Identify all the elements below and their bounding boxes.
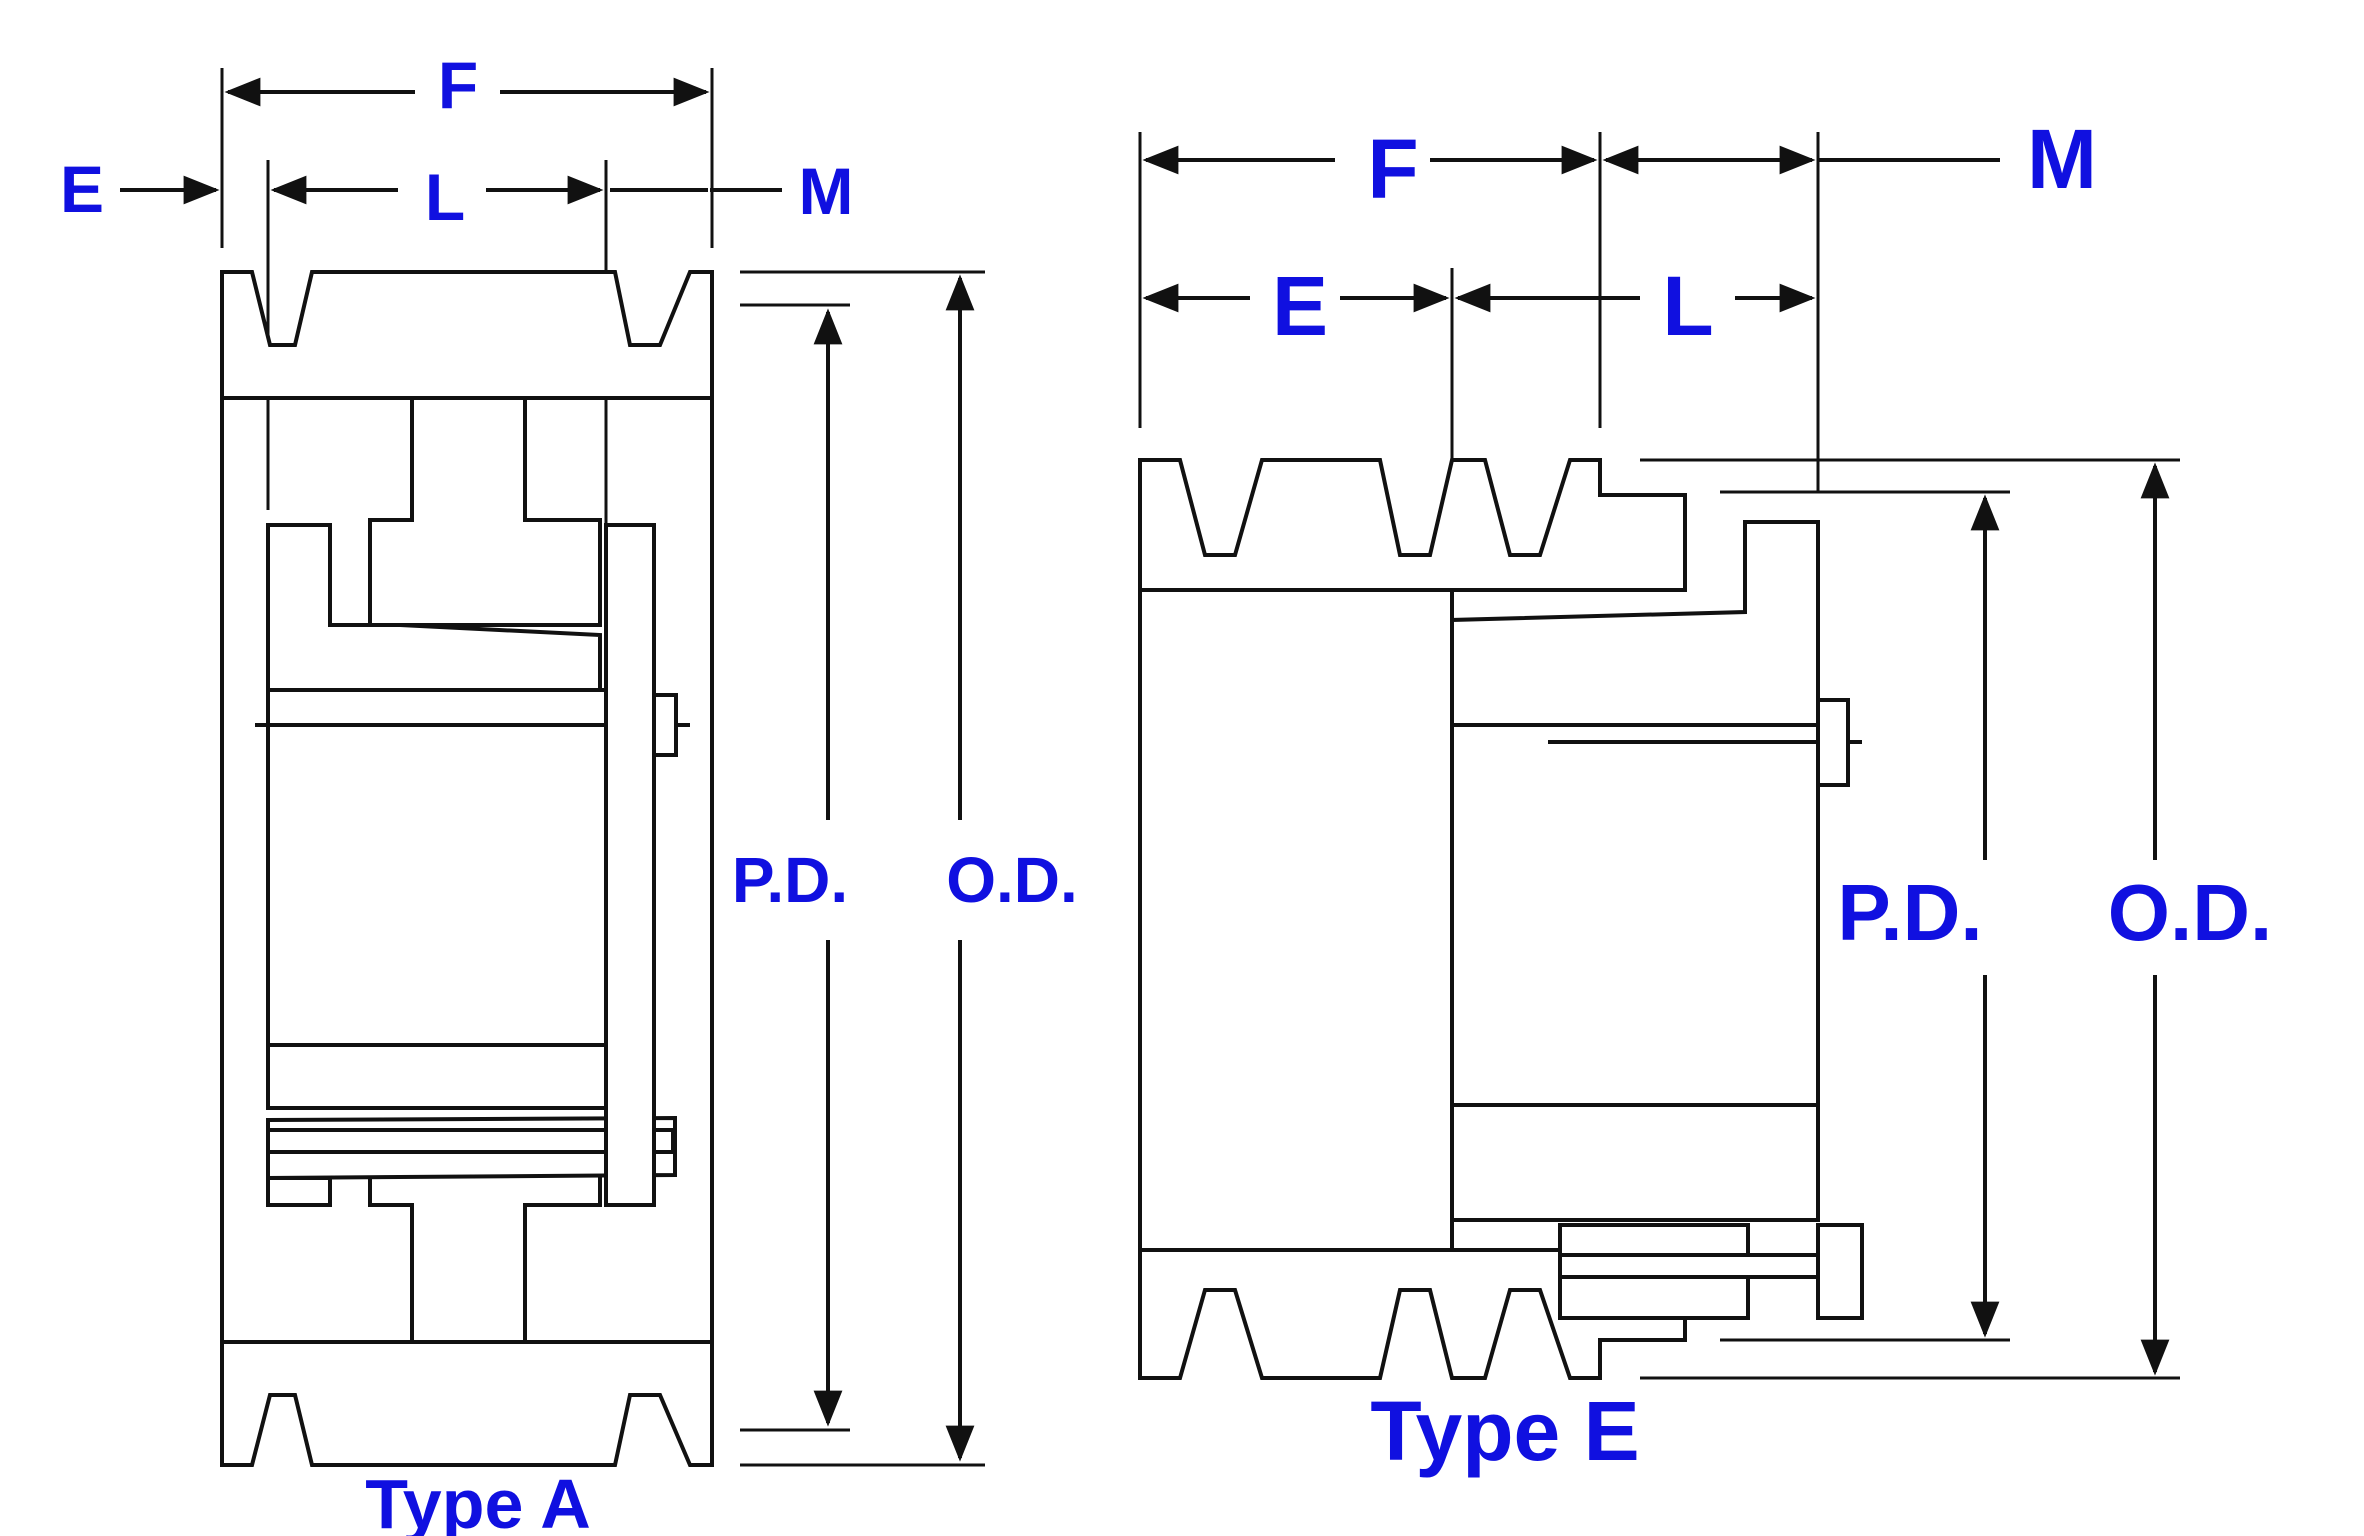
type-e-label-pd: P.D. bbox=[1837, 868, 1982, 957]
type-a-label-l: L bbox=[425, 160, 465, 234]
type-e-label-l: L bbox=[1662, 259, 1713, 353]
type-e-label-f: F bbox=[1367, 122, 1418, 216]
type-a-label-pd: P.D. bbox=[732, 844, 848, 916]
type-a-label-f: F bbox=[438, 48, 478, 122]
type-e-label-m: M bbox=[2027, 112, 2097, 206]
type-a-label-m: M bbox=[799, 154, 854, 228]
type-a-title: Type A bbox=[365, 1465, 591, 1536]
type-a-drawing bbox=[120, 68, 985, 1467]
type-e-title: Type E bbox=[1370, 1384, 1639, 1478]
type-a-label-od: O.D. bbox=[946, 844, 1078, 916]
type-a-label-e: E bbox=[60, 152, 104, 226]
type-e-label-e: E bbox=[1272, 259, 1328, 353]
type-e-drawing bbox=[1138, 132, 2180, 1380]
type-e-label-od: O.D. bbox=[2108, 868, 2272, 957]
